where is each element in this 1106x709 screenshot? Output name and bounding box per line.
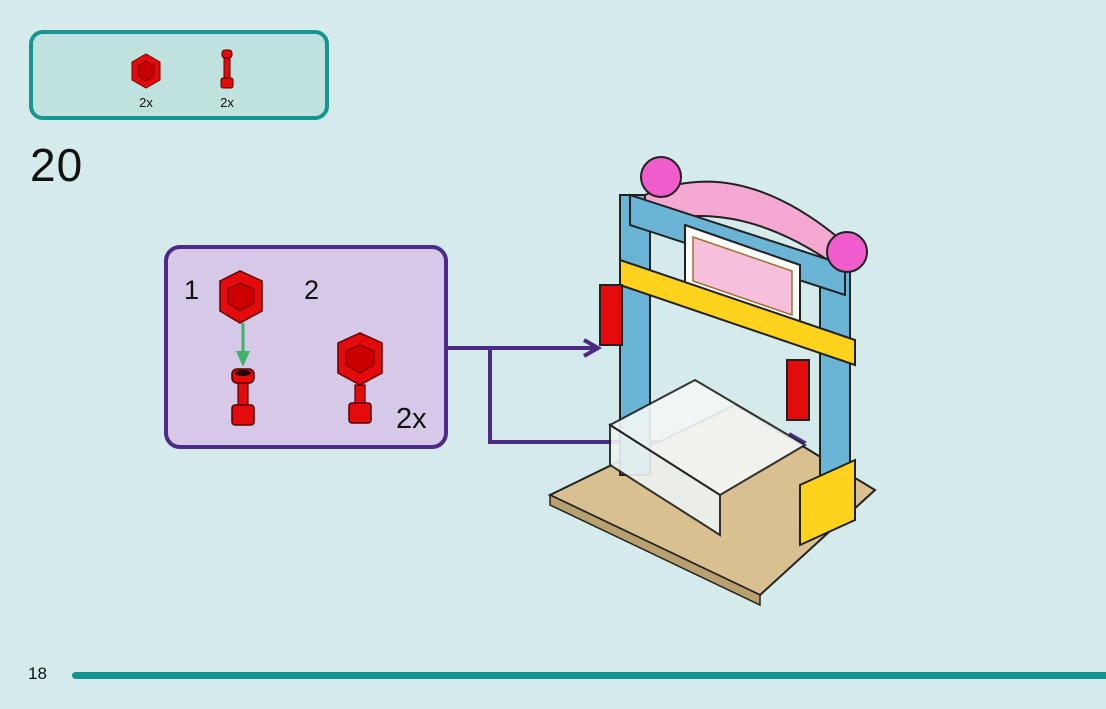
sub-assembly-callout: 1 2 2x [164, 245, 448, 449]
placed-lamp-left [599, 284, 623, 346]
model-illustration [547, 156, 877, 607]
assembled-lamp-icon [337, 332, 383, 424]
corner-panel-icon [219, 270, 263, 324]
step-number: 20 [30, 139, 84, 191]
lamp-post-icon [231, 368, 255, 426]
part-corner-panel: 2x [128, 52, 164, 110]
corner-panel-icon [131, 53, 161, 89]
progress-bar-fill [72, 672, 1106, 679]
assembly-arrow-icon [236, 323, 250, 367]
part-qty: 2x [139, 95, 153, 110]
pink-light-right [826, 231, 868, 273]
substep-1-label: 1 [184, 275, 200, 305]
parts-list-box: 2x 2x [29, 30, 329, 120]
right-pillar [819, 264, 851, 486]
page-number: 18 [28, 664, 47, 683]
lamp-post-icon [220, 49, 234, 89]
part-lamp-post: 2x [217, 48, 237, 110]
yellow-beam [619, 258, 856, 367]
progress-bar [72, 672, 1106, 679]
part-qty: 2x [220, 95, 234, 110]
placed-lamp-right [786, 359, 810, 421]
substep-2-label: 2 [304, 275, 320, 305]
pink-light-left [640, 156, 682, 198]
multiplier-label: 2x [396, 403, 427, 435]
